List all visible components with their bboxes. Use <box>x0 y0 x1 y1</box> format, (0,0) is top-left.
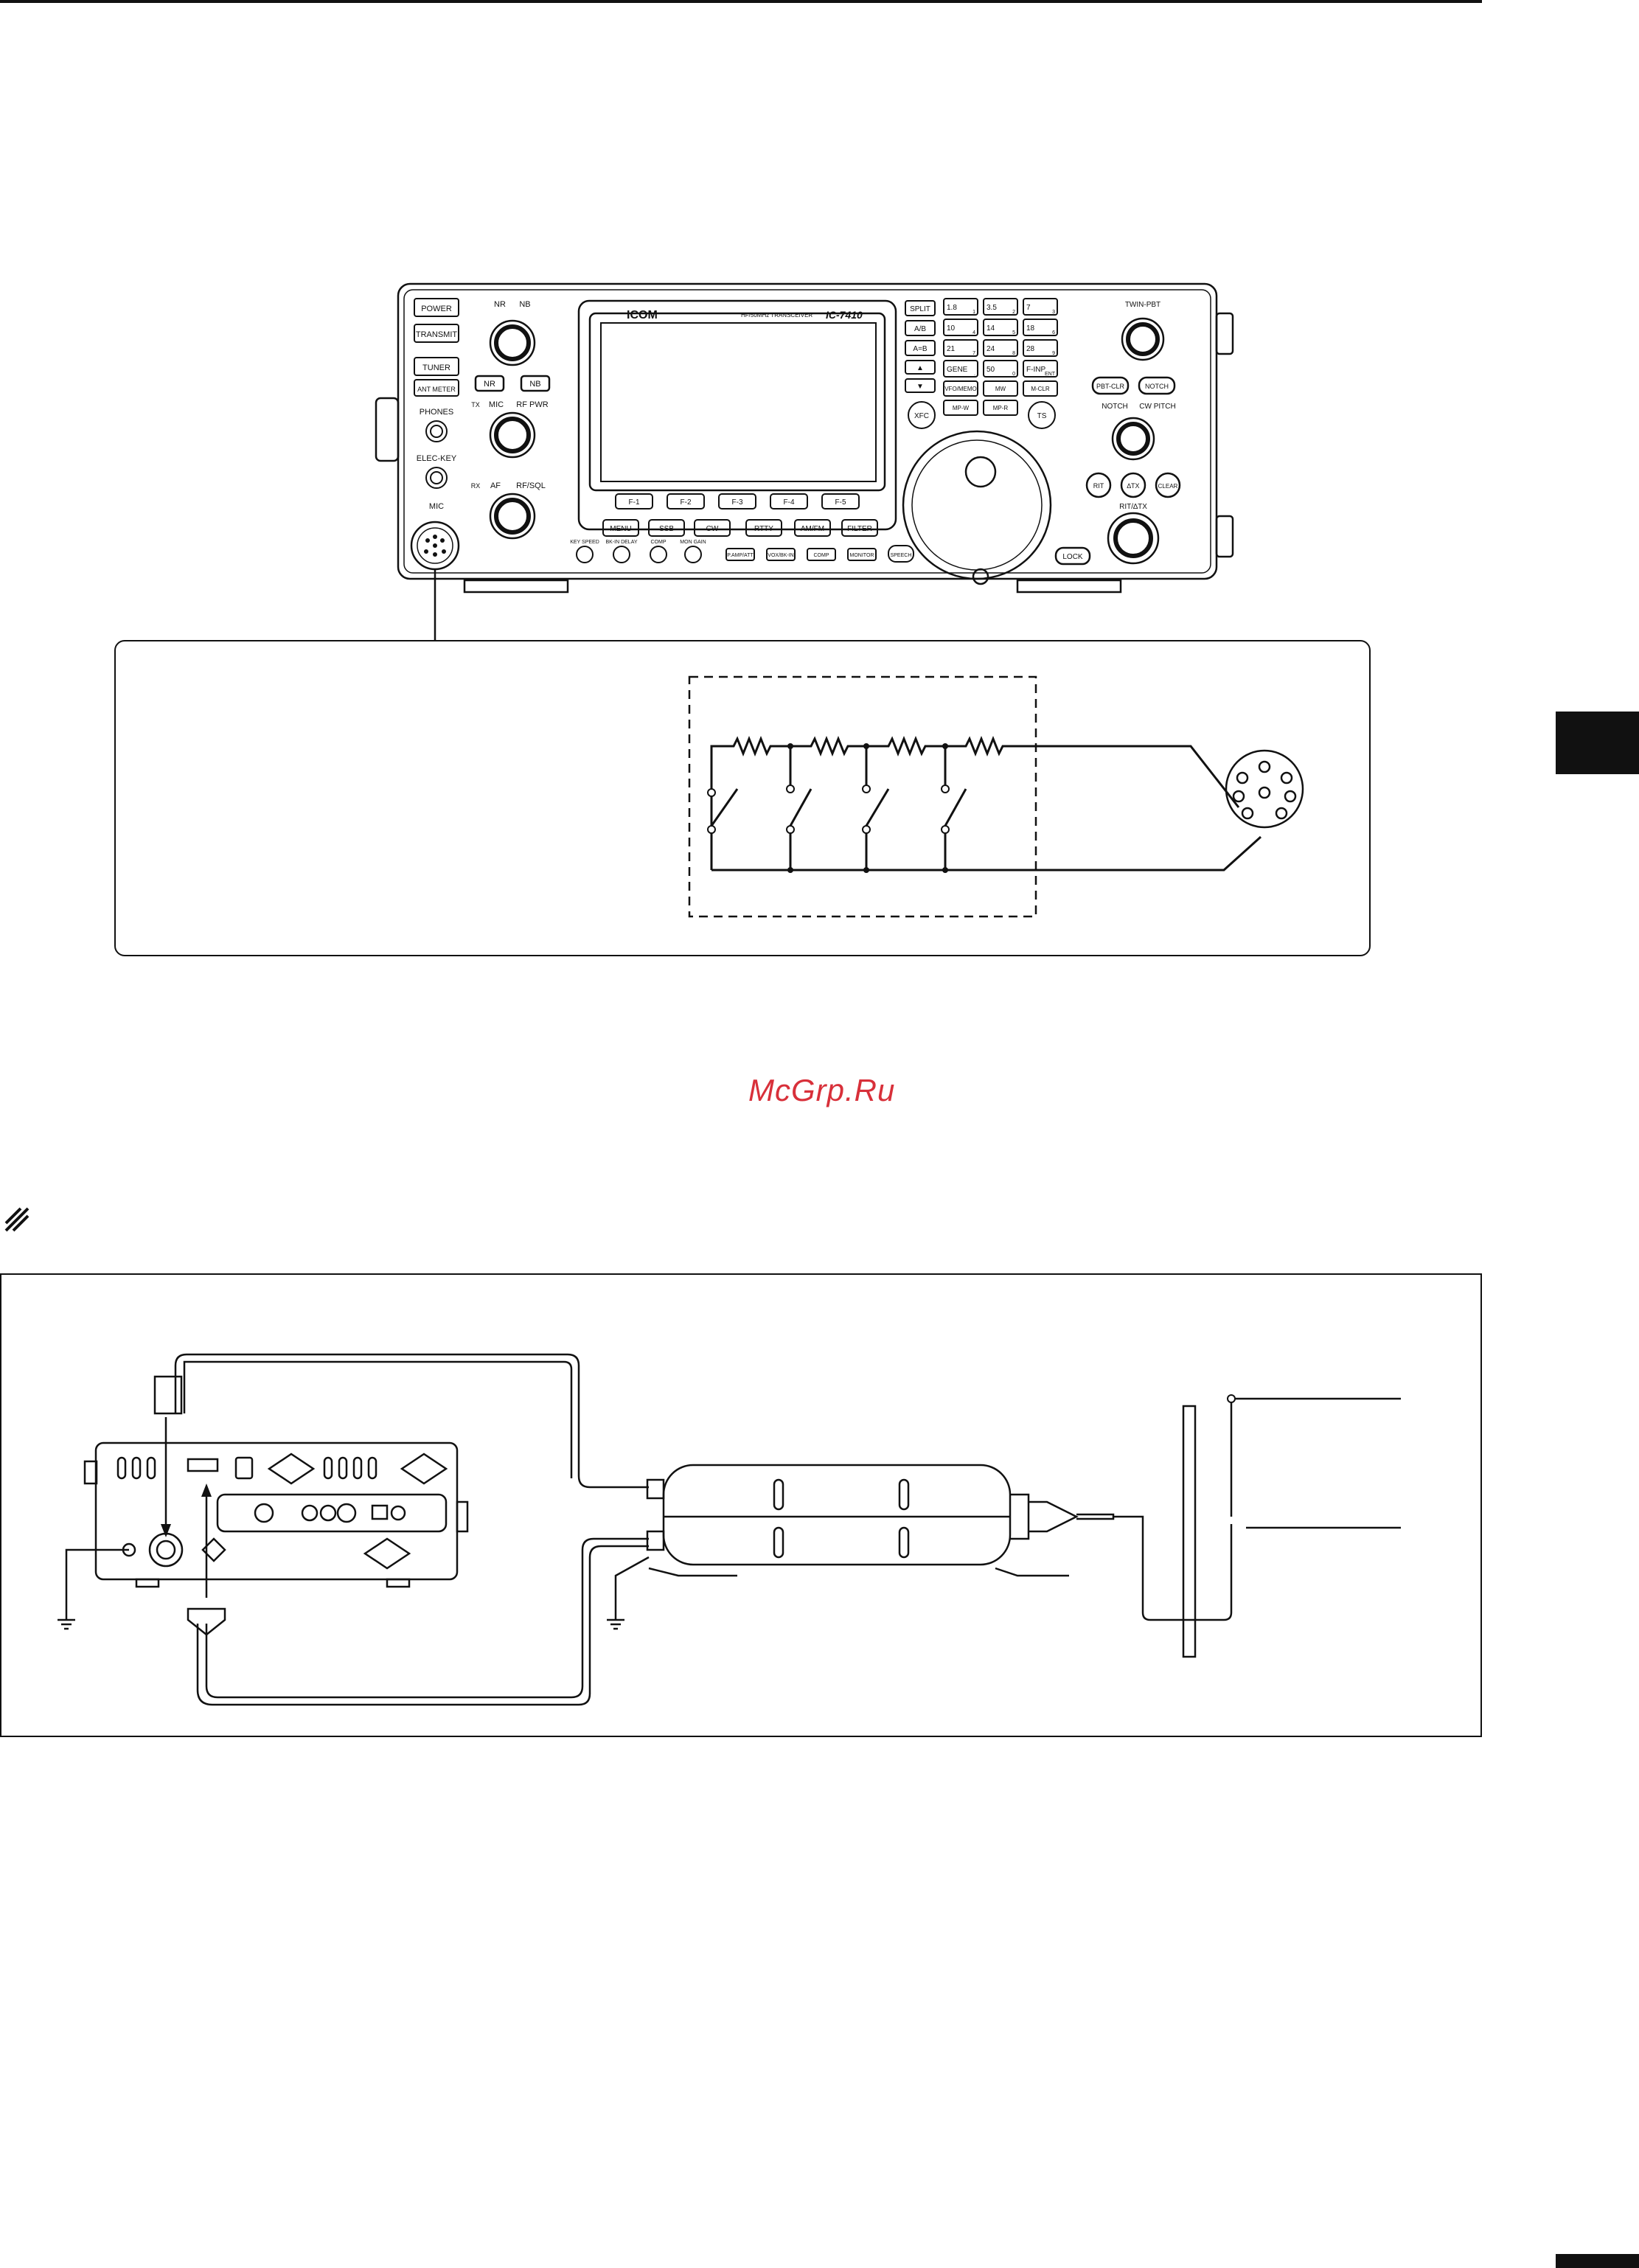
mic-label: MIC <box>429 502 444 511</box>
rit-button[interactable]: RIT <box>1093 482 1104 490</box>
rf-pwr-knob-label: RF PWR <box>516 400 548 409</box>
bk-in-delay-label: BK-IN DELAY <box>605 540 637 545</box>
model-caption: HF/50MHz TRANSCEIVER <box>741 312 812 319</box>
antenna-tuner-connection-frame <box>0 1273 1482 1737</box>
power-button[interactable]: POWER <box>421 305 452 313</box>
band-key-18[interactable]: 18 <box>1026 324 1035 333</box>
band-key-3-5[interactable]: 3.5 <box>986 304 997 312</box>
nr-button[interactable]: NR <box>484 380 495 389</box>
band-key-24[interactable]: 24 <box>986 345 995 353</box>
up-key[interactable]: ▲ <box>916 364 924 372</box>
nb-button[interactable]: NB <box>529 380 540 389</box>
transmit-button[interactable]: TRANSMIT <box>416 330 458 339</box>
band-key-sub-1: 1 <box>972 310 975 315</box>
down-key[interactable]: ▼ <box>916 383 924 391</box>
band-key-10[interactable]: 10 <box>947 324 956 333</box>
band-key-28[interactable]: 28 <box>1026 345 1035 353</box>
antenna-tuner-connection-diagram <box>58 1353 1401 1706</box>
clear-button[interactable]: CLEAR <box>1158 483 1178 490</box>
cw-key[interactable]: CW <box>706 525 719 533</box>
pbt-clr-button[interactable]: PBT-CLR <box>1096 383 1125 390</box>
notch-button[interactable]: NOTCH <box>1145 383 1169 390</box>
rf-sql-knob-label: RF/SQL <box>516 481 546 490</box>
nb-knob-label: NB <box>519 300 530 309</box>
watermark: McGrp.Ru <box>748 1073 896 1107</box>
section-tab <box>1556 712 1639 774</box>
dtx-button[interactable]: ∆TX <box>1127 482 1139 490</box>
band-key-gene[interactable]: GENE <box>947 366 968 374</box>
cw-pitch-label: CW PITCH <box>1139 403 1175 411</box>
m-clr-key[interactable]: M-CLR <box>1031 386 1050 392</box>
speech-button[interactable]: SPEECH <box>891 553 912 558</box>
resistor-switch-schematic <box>688 675 1304 918</box>
mic-knob-label: MIC <box>489 400 504 409</box>
menu-key[interactable]: MENU <box>610 525 631 533</box>
rx-tag: RX <box>471 482 481 490</box>
transceiver-front-panel: POWER TRANSMIT TUNER ANT METER PHONES EL… <box>375 282 1234 640</box>
band-key-sub-9: 9 <box>1052 351 1055 356</box>
key-speed-label: KEY SPEED <box>570 540 599 545</box>
band-key-sub-2: 2 <box>1012 310 1015 315</box>
filter-key[interactable]: FILTER <box>847 525 872 533</box>
band-key-sub-0: 0 <box>1012 372 1015 377</box>
ssb-key[interactable]: SSB <box>659 525 674 533</box>
band-key-sub-8: 8 <box>1012 351 1015 356</box>
f4-key[interactable]: F-4 <box>784 498 795 507</box>
band-key-14[interactable]: 14 <box>986 324 995 333</box>
monitor-button[interactable]: MONITOR <box>850 553 874 558</box>
am-fm-key[interactable]: AM/FM <box>801 525 824 533</box>
elec-key-label: ELEC-KEY <box>417 454 457 463</box>
split-key[interactable]: SPLIT <box>910 305 930 313</box>
band-key-sub-5: 5 <box>1012 330 1015 335</box>
notch-knob-label: NOTCH <box>1102 403 1128 411</box>
af-knob-label: AF <box>490 481 501 490</box>
mw-key[interactable]: MW <box>995 386 1006 392</box>
vfo-memo-key[interactable]: VFO/MEMO <box>944 386 977 392</box>
tx-tag: TX <box>471 401 480 408</box>
mp-w-key[interactable]: MP-W <box>953 405 970 411</box>
model-name: IC-7410 <box>826 309 863 321</box>
mp-r-key[interactable]: MP-R <box>993 405 1009 411</box>
ts-button[interactable]: TS <box>1037 412 1047 420</box>
band-key-sub-4: 4 <box>972 330 975 335</box>
vox-bk-in-button[interactable]: VOX/BK-IN <box>768 553 793 558</box>
caution-hatch-icon <box>4 1207 29 1232</box>
nr-knob-label: NR <box>494 300 506 309</box>
band-key-7[interactable]: 7 <box>1026 304 1031 312</box>
page-number-tab <box>1556 2254 1639 2268</box>
rtty-key[interactable]: RTTY <box>754 525 773 533</box>
band-key-1-8[interactable]: 1.8 <box>947 304 957 312</box>
band-key-f-inp[interactable]: F-INP <box>1026 366 1045 374</box>
band-key-sub-6: 6 <box>1052 330 1055 335</box>
lock-button[interactable]: LOCK <box>1062 553 1083 561</box>
top-rule <box>0 0 1482 3</box>
band-key-sub-7: 7 <box>972 351 975 356</box>
band-key-50[interactable]: 50 <box>986 366 995 374</box>
band-key-21[interactable]: 21 <box>947 345 956 353</box>
f2-key[interactable]: F-2 <box>681 498 692 507</box>
comp-knob-label: COMP <box>651 540 667 545</box>
band-key-sub-3: 3 <box>1052 310 1055 315</box>
phones-label: PHONES <box>420 408 453 417</box>
band-key-sub-dot: . <box>974 372 975 377</box>
p-amp-att-button[interactable]: P.AMP/ATT <box>727 553 754 558</box>
xfc-button[interactable]: XFC <box>914 412 929 420</box>
comp-button[interactable]: COMP <box>814 553 829 558</box>
brand-logo: ICOM <box>627 309 658 321</box>
f5-key[interactable]: F-5 <box>835 498 846 507</box>
rit-dtx-label: RIT/∆TX <box>1119 503 1147 511</box>
a-equals-b-key[interactable]: A=B <box>913 345 928 353</box>
twin-pbt-label: TWIN-PBT <box>1125 301 1160 309</box>
f3-key[interactable]: F-3 <box>732 498 743 507</box>
f1-key[interactable]: F-1 <box>629 498 640 507</box>
mon-gain-label: MON GAIN <box>680 540 706 545</box>
ant-meter-button[interactable]: ANT METER <box>417 386 456 393</box>
tuner-button[interactable]: TUNER <box>422 363 450 372</box>
mic-keypad-schematic-panel <box>114 640 1371 956</box>
a-b-key[interactable]: A/B <box>914 325 926 333</box>
band-key-sub-ent: ENT <box>1045 372 1056 377</box>
